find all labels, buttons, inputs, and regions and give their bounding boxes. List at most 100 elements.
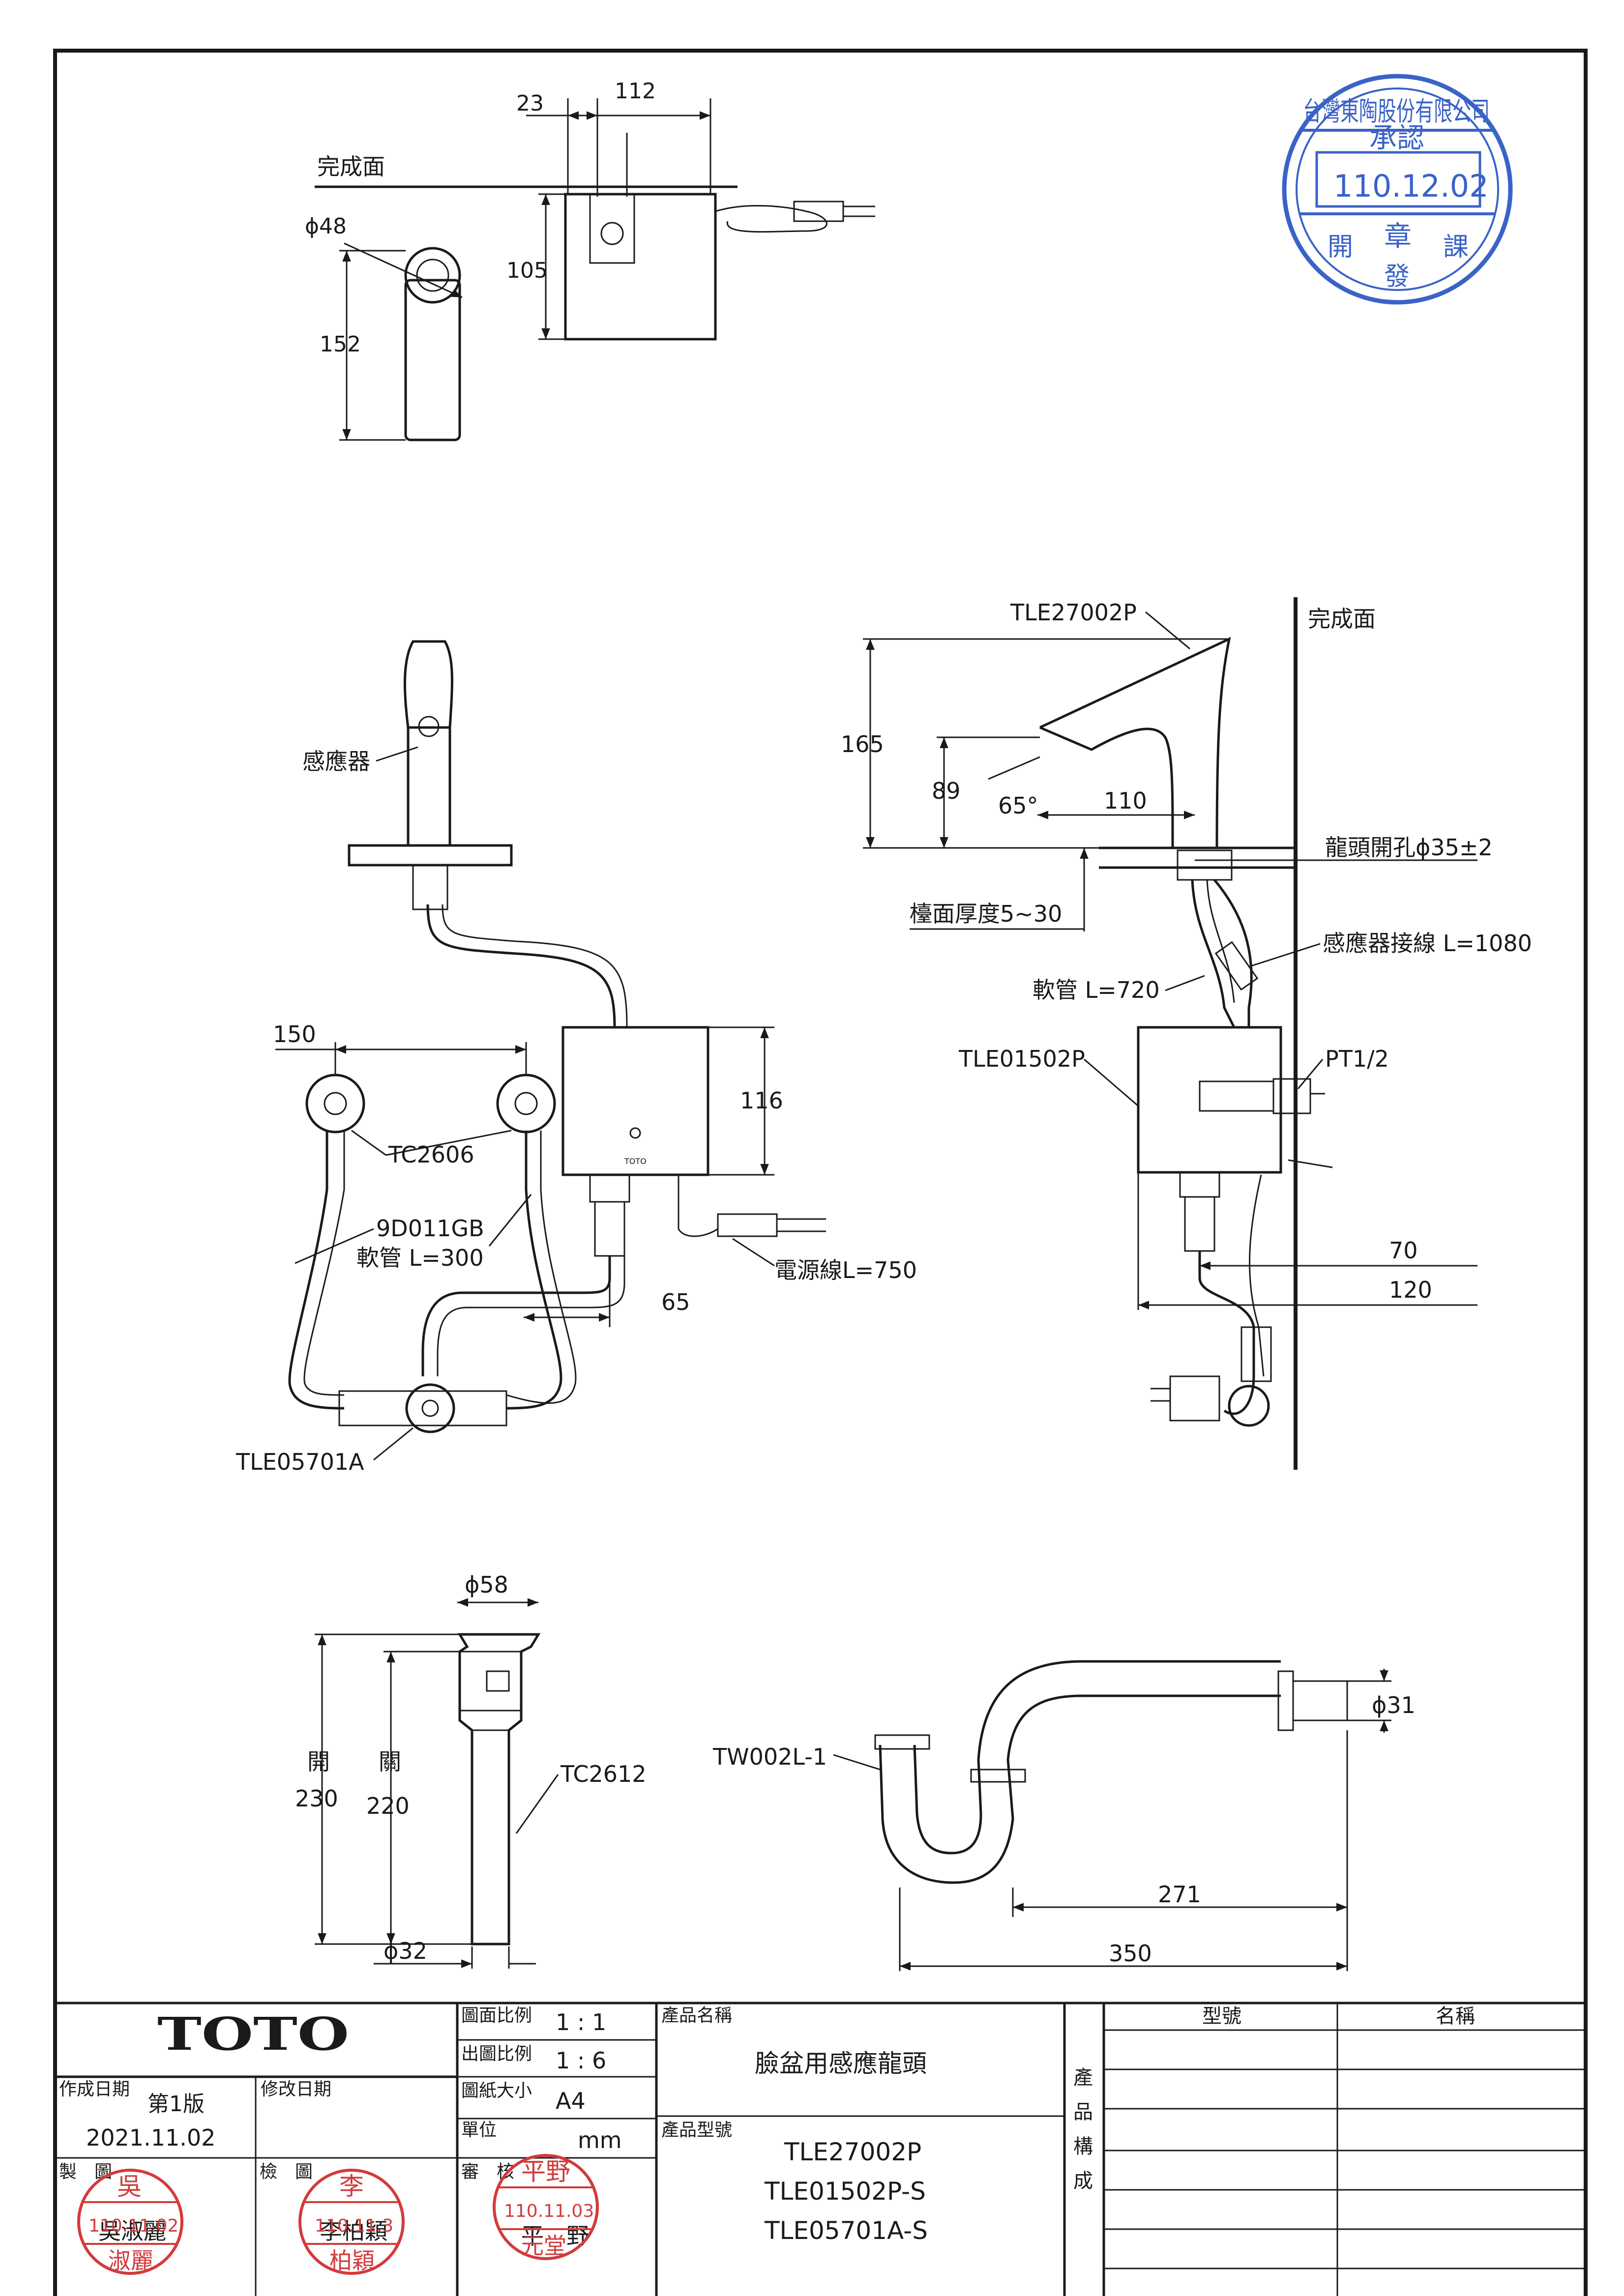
- hose-model-label: 9D011GB: [376, 1215, 484, 1242]
- top-finish-surface-label: 完成面: [317, 153, 385, 180]
- paper-size-label: 圖紙大小: [461, 2081, 532, 2101]
- dim-65: 65: [661, 1289, 690, 1315]
- review-stamp-given: 元堂: [521, 2233, 566, 2259]
- created-label: 作成日期: [59, 2079, 130, 2099]
- model-2: TLE01502P-S: [764, 2177, 926, 2206]
- approval-stamp: 台灣東陶股份有限公司 承認 110.12.02 章 開 發 課: [1282, 74, 1513, 305]
- stamp-seal: 章: [1384, 221, 1412, 253]
- dim-271: 271: [1158, 1881, 1201, 1908]
- check-stamp-date: 110.11.3: [315, 2216, 393, 2236]
- stamp-date: 110.12.02: [1333, 168, 1489, 204]
- side-finish-surface-label: 完成面: [1308, 606, 1376, 632]
- scale-drawing-value: 1 : 1: [556, 2009, 606, 2035]
- assembly-view: 感應器 TOTO 116 電源線L=750 65: [236, 640, 917, 1475]
- review-stamp-date: 110.11.03: [504, 2201, 594, 2221]
- close-value: 220: [366, 1793, 410, 1819]
- sensor-label: 感應器: [302, 748, 370, 775]
- stamp-dept-mid: 發: [1384, 262, 1410, 291]
- composition-char-1: 產: [1073, 2066, 1093, 2089]
- dim-112: 112: [615, 79, 656, 104]
- drain-view: ϕ58 開 230 關 220 TC2612 ϕ32: [295, 1571, 647, 1969]
- side-view: 完成面 TLE27002P 165 89 65° 110 龍頭開孔ϕ35±2 檯…: [841, 597, 1532, 1470]
- review-label: 審 核: [461, 2162, 514, 2182]
- dim-350: 350: [1109, 1940, 1152, 1967]
- dim-phi48: ϕ48: [305, 214, 347, 239]
- revised-label: 修改日期: [261, 2079, 331, 2099]
- drawn-stamp-date: 110.11.02: [89, 2216, 178, 2236]
- angle-65: 65°: [998, 792, 1038, 819]
- col-name-header: 名稱: [1436, 2005, 1475, 2028]
- pt12-label: PT1/2: [1325, 1046, 1389, 1072]
- tw002l-label: TW002L-1: [712, 1744, 827, 1770]
- dim-phi32: ϕ32: [384, 1938, 427, 1964]
- tle05701a-label: TLE05701A: [236, 1449, 364, 1475]
- check-stamp-surname: 李: [339, 2172, 364, 2201]
- sheet-border: [53, 49, 1588, 2296]
- created-date: 2021.11.02: [86, 2124, 215, 2151]
- title-block: TOTO 圖面比例 1 : 1 出圖比例 1 : 6 圖紙大小 A4 單位 mm…: [54, 2002, 1587, 2296]
- stamp-approved: 承認: [1369, 122, 1424, 154]
- dim-phi31: ϕ31: [1372, 1692, 1416, 1718]
- col-model-header: 型號: [1202, 2005, 1241, 2028]
- tc2612-label: TC2612: [560, 1761, 647, 1787]
- dim-phi58: ϕ58: [465, 1571, 508, 1598]
- open-value: 230: [295, 1785, 338, 1812]
- control-box-logo: TOTO: [624, 1157, 647, 1166]
- unit-value: mm: [578, 2127, 622, 2153]
- trap-view: TW002L-1 ϕ31 271 350: [712, 1660, 1416, 1971]
- check-stamp-given: 柏穎: [329, 2247, 375, 2274]
- model-1: TLE27002P: [784, 2138, 921, 2166]
- scale-print-value: 1 : 6: [556, 2047, 606, 2074]
- edition: 第1版: [148, 2092, 205, 2117]
- stamp-dept-right: 課: [1443, 233, 1469, 262]
- hose-720-label: 軟管 L=720: [1033, 977, 1160, 1003]
- hole-label: 龍頭開孔ϕ35±2: [1325, 834, 1493, 861]
- dim-70: 70: [1389, 1237, 1418, 1264]
- drawn-stamp-surname: 吳: [117, 2172, 142, 2201]
- dim-105: 105: [506, 258, 548, 283]
- hose-length-label: 軟管 L=300: [356, 1245, 484, 1271]
- product-model-label: 產品型號: [661, 2120, 732, 2140]
- dim-120: 120: [1389, 1277, 1432, 1303]
- check-stamp: 李 110.11.3 柏穎: [298, 2169, 405, 2275]
- top-view: 完成面 23 112 105 ϕ48 152: [305, 79, 875, 441]
- dim-23: 23: [516, 91, 544, 116]
- stamp-dept-left: 開: [1328, 233, 1353, 262]
- check-name: 李柏穎: [320, 2218, 387, 2244]
- check-label: 檢 圖: [260, 2162, 313, 2182]
- dim-116: 116: [740, 1087, 783, 1114]
- composition-char-2: 品: [1073, 2101, 1093, 2123]
- sensor-cable-label: 感應器接線 L=1080: [1323, 930, 1532, 957]
- composition-char-4: 成: [1073, 2170, 1093, 2192]
- paper-size-value: A4: [556, 2088, 586, 2114]
- scale-print-label: 出圖比例: [461, 2044, 532, 2064]
- drawn-stamp-given: 淑麗: [108, 2247, 153, 2274]
- unit-label: 單位: [461, 2120, 497, 2140]
- dim-110: 110: [1104, 787, 1147, 814]
- dim-165: 165: [841, 731, 884, 757]
- model-3: TLE05701A-S: [764, 2216, 928, 2245]
- dim-150: 150: [273, 1021, 316, 1047]
- close-label: 關: [379, 1748, 401, 1775]
- dim-152: 152: [320, 332, 361, 357]
- tle01502p-label: TLE01502P: [958, 1046, 1085, 1072]
- product-name: 臉盆用感應龍頭: [755, 2049, 927, 2078]
- open-label: 開: [307, 1748, 330, 1775]
- review-stamp-surname: 平野: [521, 2157, 570, 2186]
- counter-thickness-label: 檯面厚度5~30: [910, 901, 1062, 927]
- scale-drawing-label: 圖面比例: [461, 2005, 532, 2026]
- power-cord-label: 電源線L=750: [774, 1257, 917, 1283]
- drawn-name: 吳淑麗: [98, 2218, 166, 2244]
- review-name: 平 野: [521, 2223, 589, 2249]
- review-stamp: 平野 110.11.03 元堂: [493, 2154, 599, 2260]
- composition-char-3: 構: [1073, 2135, 1093, 2158]
- tle27002p-label: TLE27002P: [1010, 599, 1137, 626]
- stamp-company: 台灣東陶股份有限公司: [1303, 96, 1490, 127]
- dim-89: 89: [932, 778, 961, 804]
- brand-logo: TOTO: [157, 2007, 349, 2061]
- product-name-label: 產品名稱: [661, 2005, 732, 2026]
- composition-label: 產 品 構 成: [1073, 2066, 1099, 2192]
- drawn-stamp: 吳 110.11.02 淑麗: [77, 2169, 183, 2275]
- tc2606-label: TC2606: [388, 1141, 474, 1168]
